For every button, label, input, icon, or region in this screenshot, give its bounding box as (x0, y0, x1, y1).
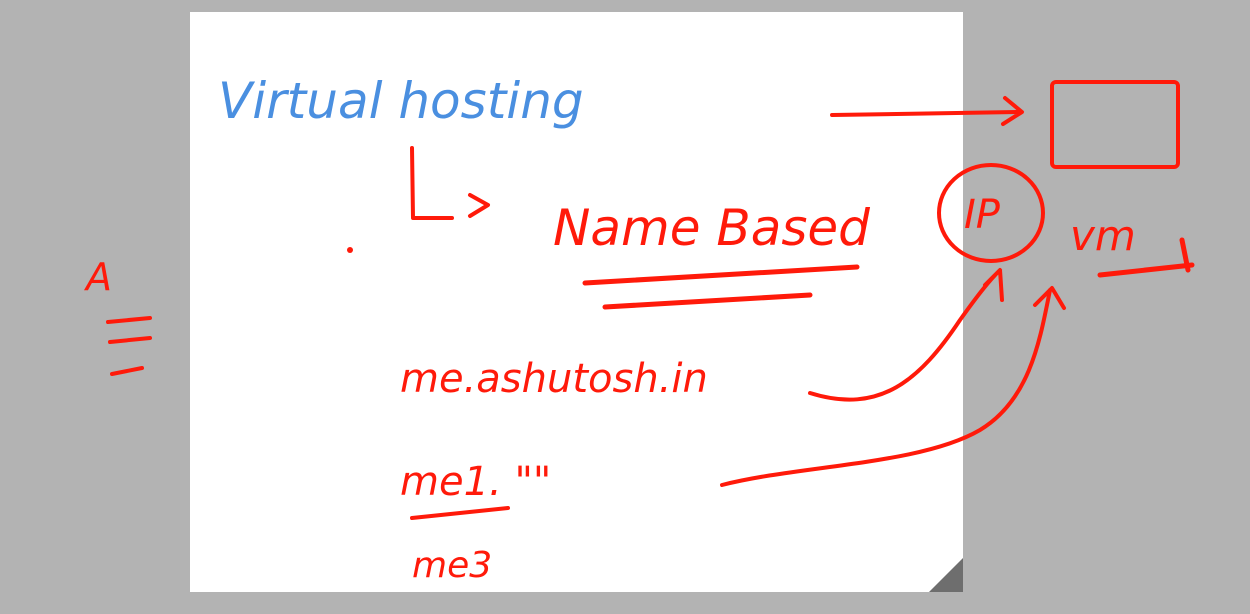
vm-underline (1097, 237, 1195, 278)
domain-2: me1. "" (400, 459, 551, 505)
vm-label: vm (1070, 211, 1136, 260)
subtitle-name-based: Name Based (553, 199, 870, 257)
ip-label: IP (964, 192, 1001, 238)
left-equals-marks (106, 316, 152, 376)
domain-3: me3 (412, 545, 492, 586)
subtitle-underline-1 (582, 264, 860, 286)
page (190, 12, 963, 592)
page-sheet (190, 12, 963, 592)
curve-arrow-domain-1 (808, 268, 1004, 402)
domain-2-underline (410, 506, 510, 520)
vm-box (1050, 80, 1180, 169)
page-fold-corner (929, 558, 963, 592)
title-virtual-hosting: Virtual hosting (218, 72, 584, 130)
ink-dot (347, 247, 353, 253)
subtitle-underline-2 (602, 292, 813, 310)
left-mark-a: A (83, 255, 112, 299)
domain-1: me.ashutosh.in (400, 356, 708, 402)
curve-arrow-domain-2 (720, 286, 1066, 487)
ip-circle (937, 163, 1045, 263)
arrow-to-vm-box (830, 96, 1024, 126)
l-arrow (410, 146, 490, 220)
